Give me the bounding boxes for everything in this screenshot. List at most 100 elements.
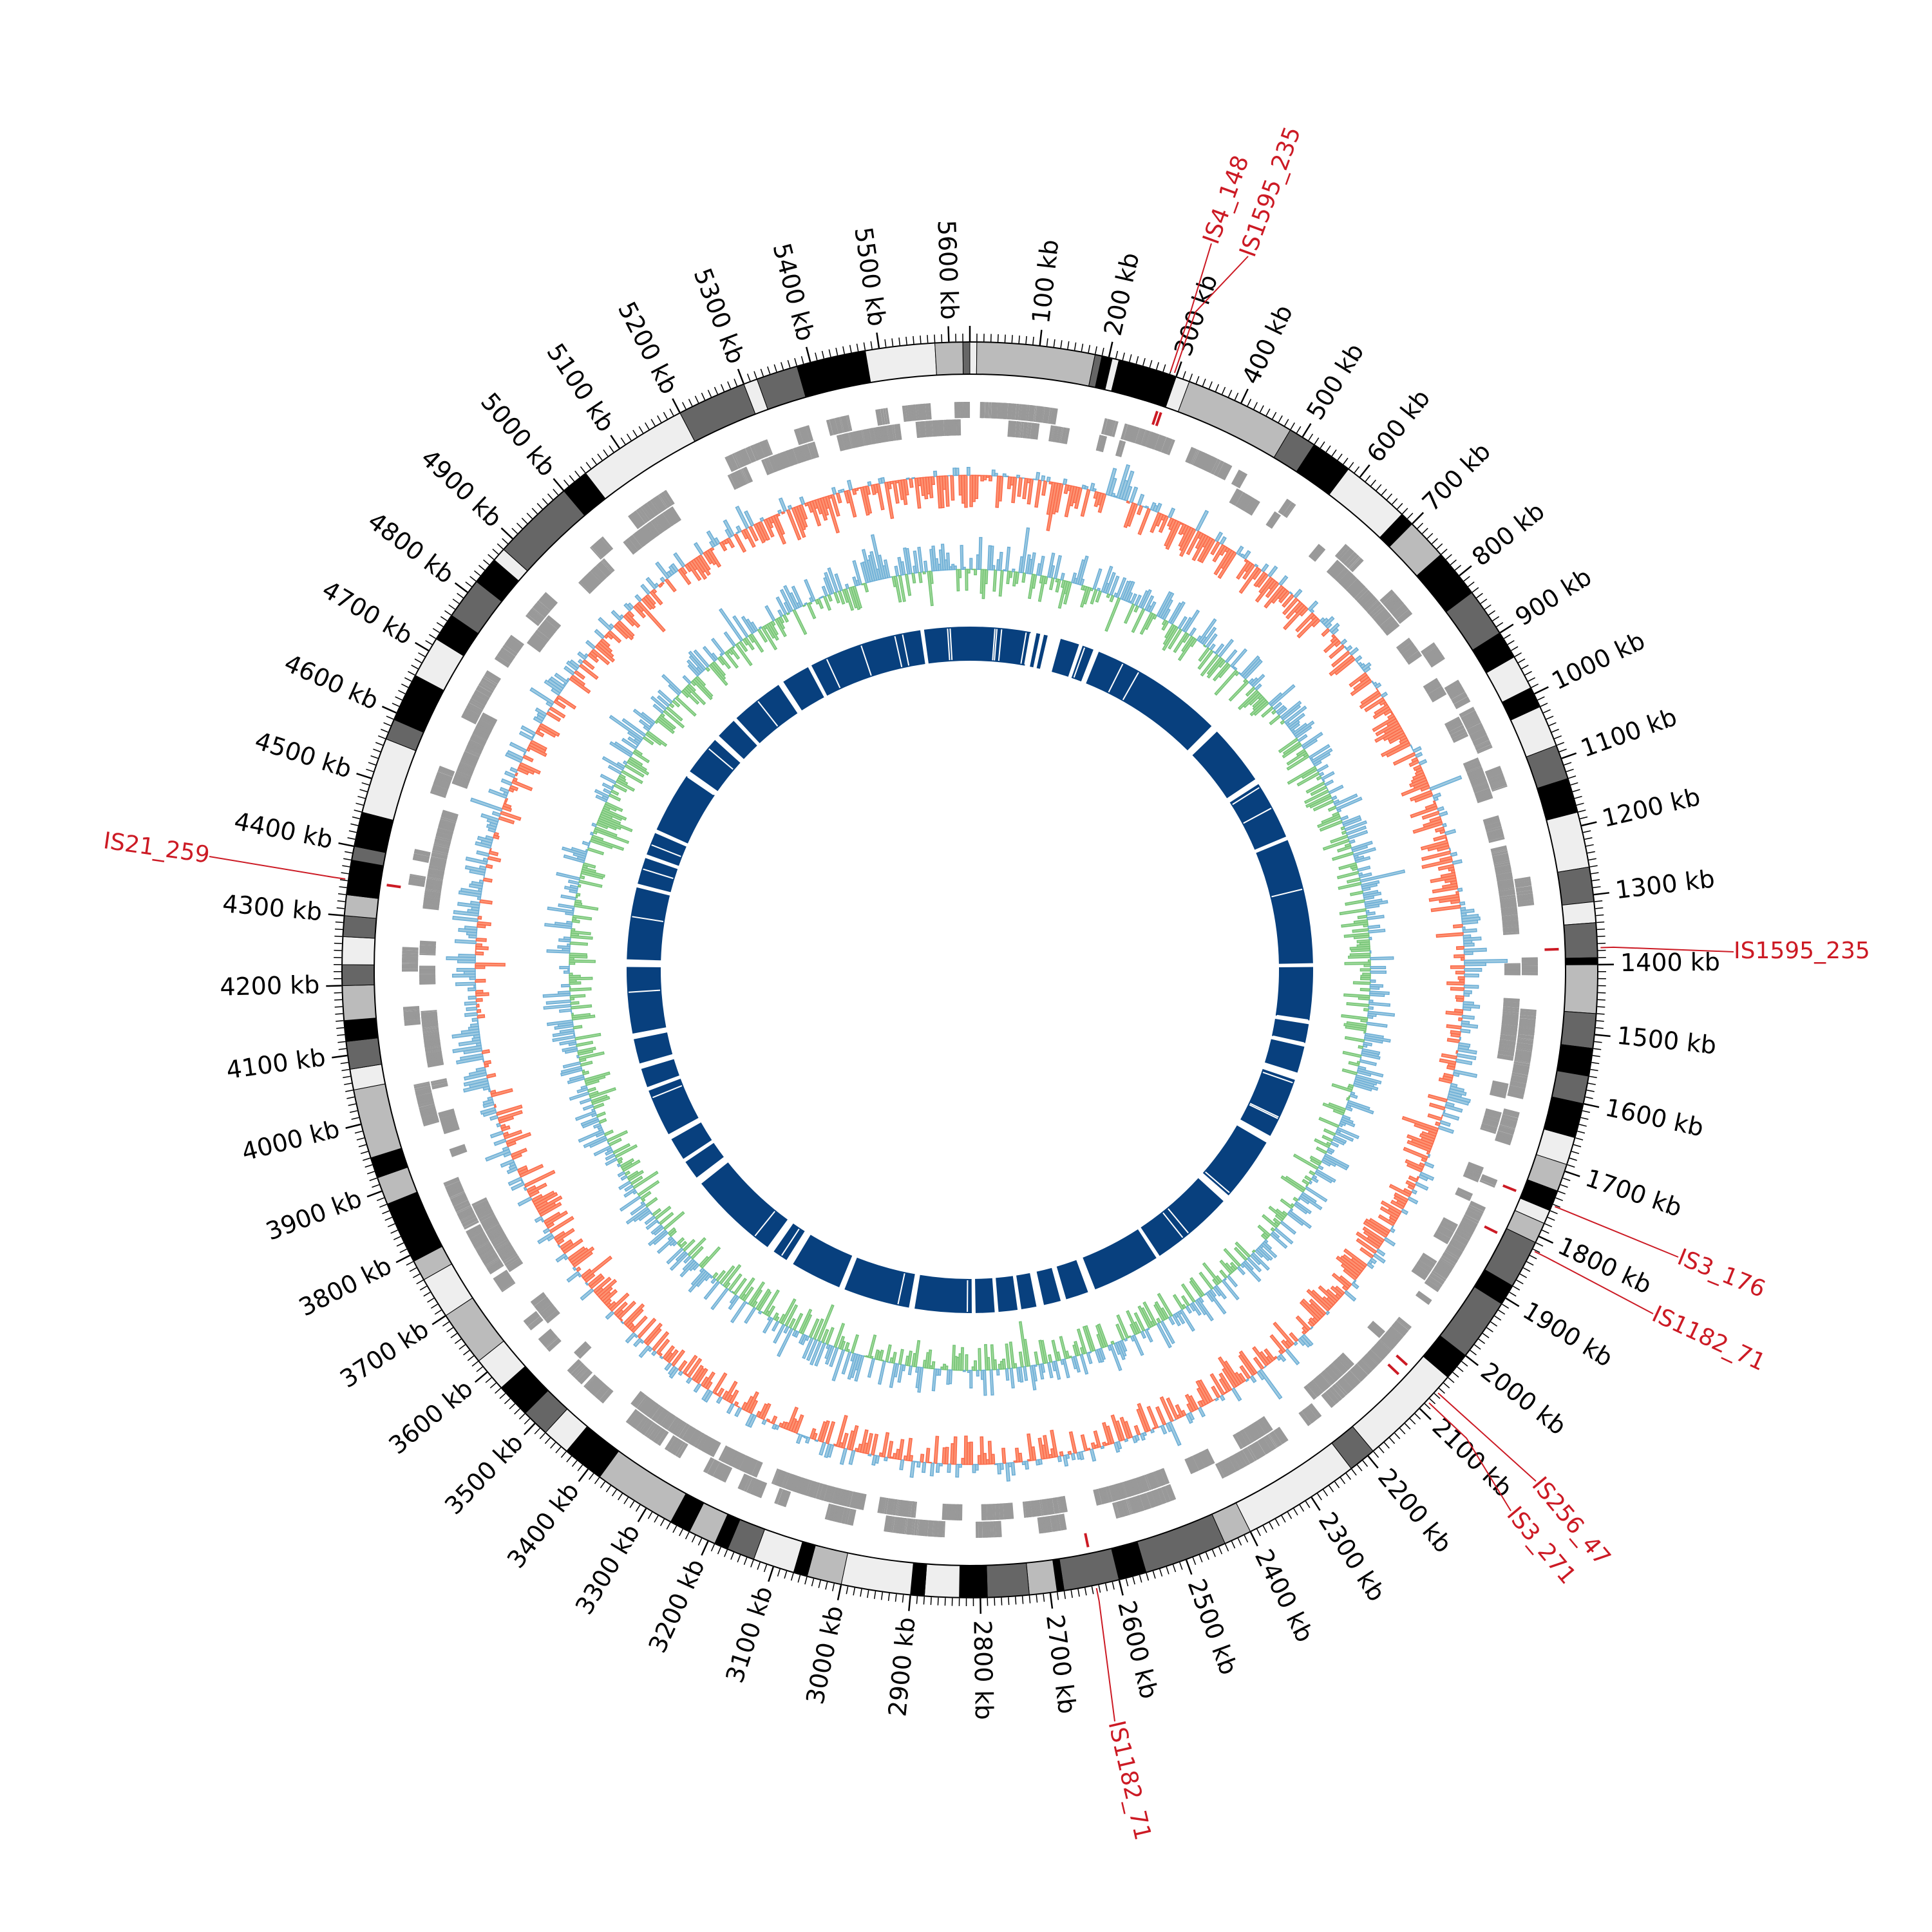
gene-plus-strand: [1517, 899, 1534, 904]
minor-tick: [1256, 1528, 1261, 1537]
gene-plus-strand: [1417, 1291, 1432, 1302]
gene-minus-strand: [1493, 858, 1510, 864]
gene-minus-strand: [1399, 642, 1414, 653]
gene-plus-strand: [1015, 404, 1019, 421]
gene-plus-strand: [592, 544, 605, 558]
minor-tick: [663, 412, 668, 419]
gc-skew-bar: [1354, 655, 1363, 663]
gene-plus-strand: [643, 1421, 654, 1435]
gene-minus-strand: [1346, 578, 1359, 592]
minor-tick: [1340, 1477, 1346, 1484]
gene-minus-strand: [425, 1049, 442, 1054]
gc-skew-bar: [1027, 478, 1034, 505]
gene-plus-strand: [1450, 690, 1466, 700]
tick-label: 5500 kb: [849, 225, 891, 328]
minor-tick: [1074, 342, 1077, 350]
minor-tick: [1524, 670, 1532, 676]
gene-minus-strand: [838, 1489, 844, 1506]
gene-minus-strand: [1433, 1235, 1448, 1245]
gene-minus-strand: [503, 1254, 518, 1264]
gene-minus-strand: [508, 1262, 523, 1272]
major-tick: [1584, 1103, 1600, 1108]
gene-plus-strand: [1359, 1360, 1372, 1373]
gene-plus-strand: [719, 1465, 728, 1481]
gene-minus-strand: [1032, 422, 1036, 439]
gene-minus-strand: [1120, 1482, 1127, 1499]
gc-skew-bar: [1331, 650, 1351, 668]
gene-minus-strand: [1430, 690, 1445, 700]
gene-plus-strand: [1498, 1128, 1514, 1135]
minor-tick: [1537, 696, 1545, 701]
minor-tick: [571, 1460, 578, 1467]
gene-plus-strand: [404, 1016, 421, 1020]
gene-plus-strand: [417, 1100, 434, 1106]
gene-plus-strand: [644, 503, 655, 518]
gene-plus-strand: [877, 409, 882, 426]
gene-minus-strand: [429, 863, 446, 868]
gene-minus-strand: [889, 424, 893, 442]
gene-minus-strand: [1361, 594, 1374, 607]
gene-minus-strand: [804, 444, 811, 460]
gene-minus-strand: [544, 1309, 558, 1321]
tick-label: 1100 kb: [1577, 703, 1681, 763]
gene-plus-strand: [832, 418, 838, 435]
gene-minus-strand: [1057, 1497, 1061, 1513]
gene-plus-strand: [467, 1226, 482, 1236]
gene-minus-strand: [1332, 1361, 1345, 1375]
gene-plus-strand: [632, 1413, 643, 1428]
gene-minus-strand: [1043, 1499, 1047, 1515]
gene-minus-strand: [1472, 780, 1488, 787]
tick-label: 2700 kb: [1041, 1613, 1081, 1716]
gene-plus-strand: [828, 419, 833, 436]
gene-minus-strand: [539, 625, 553, 637]
gene-plus-strand: [578, 1370, 591, 1383]
minor-tick: [1198, 1555, 1203, 1563]
minor-tick: [1025, 336, 1027, 344]
gene-minus-strand: [1486, 829, 1503, 835]
gene-plus-strand: [1220, 1461, 1229, 1476]
gene-plus-strand: [1267, 1434, 1278, 1448]
gene-minus-strand: [729, 473, 738, 489]
gene-minus-strand: [1061, 1496, 1065, 1513]
tick-label: 3100 kb: [720, 1583, 778, 1687]
minor-tick: [425, 639, 433, 645]
gene-plus-strand: [824, 1503, 831, 1520]
gene-minus-strand: [1235, 492, 1245, 507]
gene-minus-strand: [772, 455, 779, 471]
gene-minus-strand: [1053, 1497, 1057, 1514]
gene-plus-strand: [1164, 438, 1172, 454]
gene-plus-strand: [753, 444, 762, 460]
gene-plus-strand: [409, 878, 426, 882]
gene-minus-strand: [696, 1433, 705, 1448]
gene-plus-strand: [826, 1503, 831, 1520]
gene-plus-strand: [636, 509, 647, 524]
gene-plus-strand: [1322, 1394, 1334, 1407]
gene-plus-strand: [914, 404, 917, 421]
gene-minus-strand: [493, 1237, 508, 1247]
minor-tick: [1265, 408, 1271, 416]
gene-minus-strand: [1260, 1417, 1271, 1432]
gene-plus-strand: [594, 1383, 607, 1397]
gene-minus-strand: [750, 1460, 758, 1475]
gene-plus-strand: [1233, 1454, 1242, 1470]
gene-minus-strand: [911, 1501, 914, 1518]
gene-minus-strand: [926, 421, 929, 437]
gene-minus-strand: [421, 1020, 438, 1023]
gc-skew-bar: [1165, 520, 1182, 550]
minor-tick: [1397, 503, 1403, 509]
gene-plus-strand: [837, 417, 843, 433]
gene-plus-strand: [1207, 457, 1216, 473]
gene-plus-strand: [1463, 715, 1479, 724]
gene-plus-strand: [1044, 1516, 1048, 1533]
minor-tick: [1476, 592, 1483, 598]
minor-tick: [1290, 422, 1295, 430]
gene-plus-strand: [943, 1521, 945, 1538]
gene-plus-strand: [413, 857, 430, 862]
gene-minus-strand: [1503, 1003, 1520, 1006]
gene-minus-strand: [1492, 855, 1509, 860]
gene-minus-strand: [1463, 1175, 1479, 1183]
gene-plus-strand: [736, 451, 744, 467]
gene-minus-strand: [643, 526, 654, 540]
